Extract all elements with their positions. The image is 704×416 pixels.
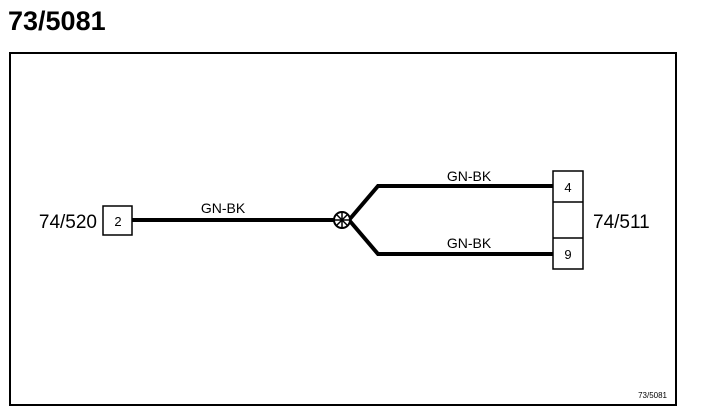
lower-branch-wire [347, 218, 553, 256]
right-connector-pin-top: 4 [564, 180, 571, 195]
left-connector-label: 74/520 [39, 212, 97, 233]
page-title: 73/5081 [8, 6, 106, 36]
diagram-frame [9, 52, 677, 406]
right-connector-pin-bottom: 9 [564, 247, 571, 262]
upper-branch-wire [347, 184, 553, 222]
footer-reference: 73/5081 [638, 391, 667, 400]
right-connector-body [552, 170, 584, 270]
left-connector-pin-number: 2 [114, 214, 121, 229]
left-connector-pin-box [102, 205, 133, 236]
right-connector-label: 74/511 [593, 212, 650, 233]
splice-junction-icon [333, 211, 351, 229]
upper-branch-color-label: GN-BK [447, 168, 492, 184]
lower-branch-color-label: GN-BK [447, 235, 492, 251]
main-wire-color-label: GN-BK [201, 200, 246, 216]
